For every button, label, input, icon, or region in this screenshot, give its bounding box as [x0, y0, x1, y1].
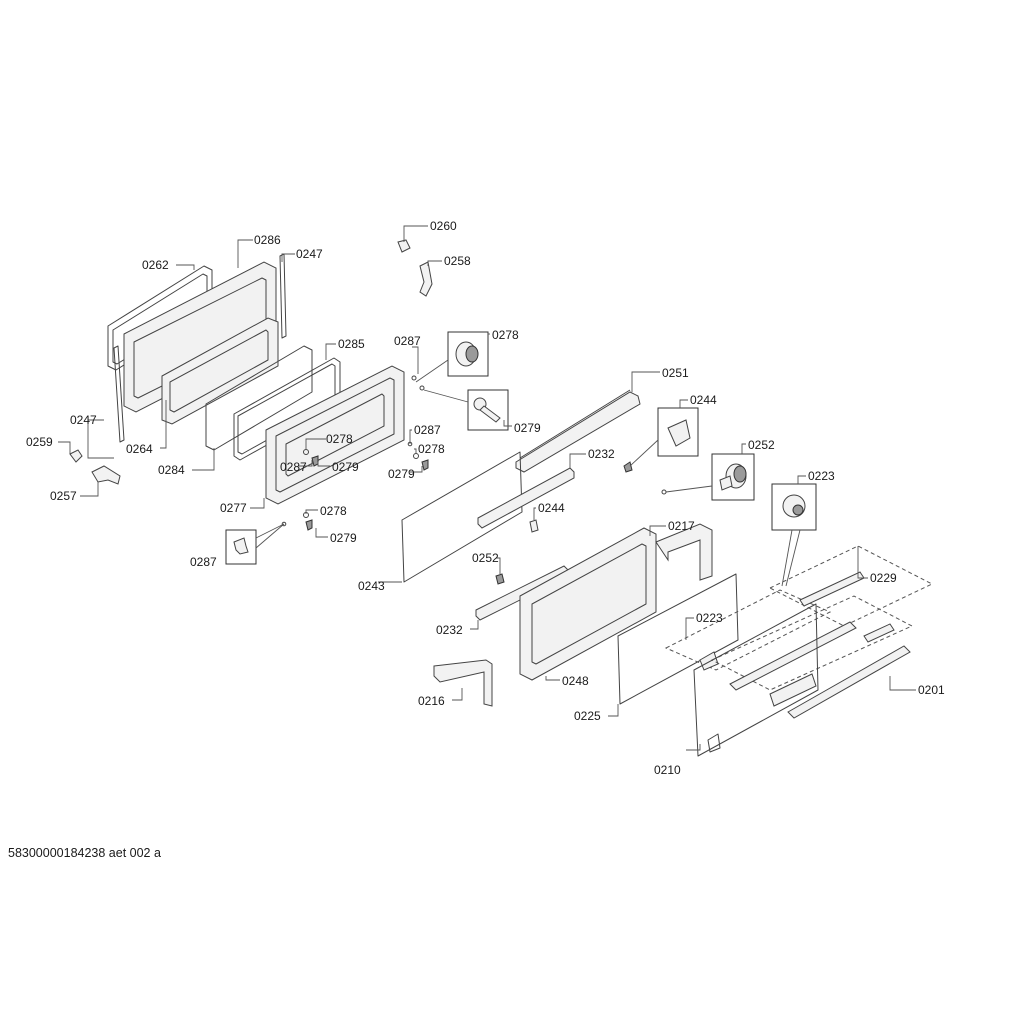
label-0278: 0278: [320, 504, 347, 518]
label-0287: 0287: [394, 334, 421, 348]
door-strip-0247b: [113, 345, 125, 443]
label-0248: 0248: [562, 674, 589, 688]
part-labels: 0262 0286 0247 0247 0264 0259 0257 0284 …: [26, 219, 945, 777]
frame-0248: [519, 527, 657, 681]
clip-0244b: [529, 519, 539, 533]
label-0278: 0278: [326, 432, 353, 446]
screw-0279c: [421, 459, 429, 471]
label-0257: 0257: [50, 489, 77, 503]
label-0259: 0259: [26, 435, 53, 449]
label-0278: 0278: [492, 328, 519, 342]
label-0264: 0264: [126, 442, 153, 456]
label-0252: 0252: [748, 438, 775, 452]
bracket-0216: [433, 659, 493, 707]
panel-0243: [401, 451, 523, 583]
label-0279: 0279: [330, 531, 357, 545]
label-0247: 0247: [296, 247, 323, 261]
label-0284: 0284: [158, 463, 185, 477]
label-0225: 0225: [574, 709, 601, 723]
screw-0252b: [495, 573, 505, 585]
label-0286: 0286: [254, 233, 281, 247]
panel-0210: [693, 603, 819, 757]
label-0243: 0243: [358, 579, 385, 593]
bracket-0244a: [623, 407, 699, 473]
label-0223: 0223: [696, 611, 723, 625]
detail-box-0278: [415, 331, 489, 383]
label-0277: 0277: [220, 501, 247, 515]
label-0262: 0262: [142, 258, 169, 272]
label-0232: 0232: [436, 623, 463, 637]
part-0258: [419, 261, 433, 297]
leader-lines: [58, 225, 916, 751]
label-0217: 0217: [668, 519, 695, 533]
detail-box-0279: [423, 389, 509, 431]
knob-0223a: [771, 483, 817, 587]
knob-0252a: [661, 453, 755, 501]
label-0229: 0229: [870, 571, 897, 585]
label-0287: 0287: [414, 423, 441, 437]
label-0279: 0279: [388, 467, 415, 481]
screw-0287c: [281, 521, 287, 527]
label-0232: 0232: [588, 447, 615, 461]
assembly-0229: [768, 545, 934, 643]
label-0279: 0279: [332, 460, 359, 474]
panel-0225: [617, 573, 739, 705]
label-0251: 0251: [662, 366, 689, 380]
label-0279: 0279: [514, 421, 541, 435]
part-0260: [397, 239, 411, 253]
label-0223: 0223: [808, 469, 835, 483]
label-0247: 0247: [70, 413, 97, 427]
label-0244: 0244: [538, 501, 565, 515]
strip-0232a: [477, 467, 575, 529]
label-0258: 0258: [444, 254, 471, 268]
label-0244: 0244: [690, 393, 717, 407]
label-0285: 0285: [338, 337, 365, 351]
assembly-0201: [710, 595, 914, 719]
door-strip-0247a: [279, 253, 287, 339]
rail-0251: [515, 389, 641, 473]
hinge-part-0259: [69, 449, 83, 463]
small-screws-0287e: [411, 375, 425, 391]
label-0216: 0216: [418, 694, 445, 708]
door-inner-frame-0264: [161, 317, 279, 425]
detail-box-0287: [225, 523, 285, 565]
label-0252: 0252: [472, 551, 499, 565]
document-id: 58300000184238 aet 002 a: [8, 846, 161, 860]
door-panel-0277: [265, 365, 405, 505]
label-0260: 0260: [430, 219, 457, 233]
screw-0279b: [305, 519, 313, 531]
bracket-0217: [655, 523, 713, 581]
label-0287: 0287: [190, 555, 217, 569]
hinge-part-0257: [91, 465, 121, 485]
door-glass-0284: [205, 345, 313, 451]
label-0201: 0201: [918, 683, 945, 697]
label-0210: 0210: [654, 763, 681, 777]
assembly-0223b: [664, 589, 832, 671]
label-0287: 0287: [280, 460, 307, 474]
label-0278: 0278: [418, 442, 445, 456]
